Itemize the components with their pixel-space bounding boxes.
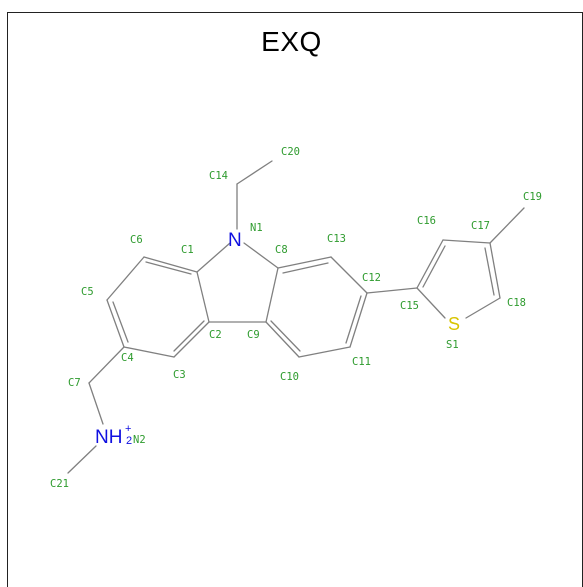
label-n2: N2 bbox=[133, 434, 146, 446]
atom-n1-symbol: N bbox=[228, 230, 242, 251]
label-n1: N1 bbox=[250, 222, 263, 234]
label-c5: C5 bbox=[81, 286, 94, 298]
label-c12: C12 bbox=[362, 272, 381, 284]
label-c15: C15 bbox=[400, 300, 419, 312]
label-s1: S1 bbox=[446, 339, 459, 351]
label-c7: C7 bbox=[68, 377, 81, 389]
label-c2: C2 bbox=[209, 329, 222, 341]
atom-n2-charge: + bbox=[125, 423, 131, 435]
label-c19: C19 bbox=[523, 191, 542, 203]
label-c3: C3 bbox=[173, 369, 186, 381]
label-c21: C21 bbox=[50, 478, 69, 490]
label-c11: C11 bbox=[352, 356, 371, 368]
label-c13: C13 bbox=[327, 233, 346, 245]
label-c10: C10 bbox=[280, 371, 299, 383]
label-c8: C8 bbox=[275, 244, 288, 256]
bonds bbox=[67, 160, 525, 474]
label-c18: C18 bbox=[507, 297, 526, 309]
atom-n2-symbol: NH bbox=[95, 427, 122, 448]
label-c16: C16 bbox=[417, 215, 436, 227]
label-c20: C20 bbox=[281, 146, 300, 158]
atom-labels: N1 N2 S1 C1 C2 C3 C4 C5 C6 C7 C8 C9 C10 … bbox=[50, 146, 542, 490]
label-c17: C17 bbox=[471, 220, 490, 232]
label-c1: C1 bbox=[181, 244, 194, 256]
label-c6: C6 bbox=[130, 234, 143, 246]
molecule-frame bbox=[7, 12, 583, 587]
label-c4: C4 bbox=[121, 352, 134, 364]
label-c9: C9 bbox=[247, 329, 260, 341]
molecule-title: EXQ bbox=[261, 26, 322, 57]
label-c14: C14 bbox=[209, 170, 228, 182]
atom-n2-subscript: 2 bbox=[126, 435, 132, 447]
atom-s1-symbol: S bbox=[448, 314, 460, 334]
